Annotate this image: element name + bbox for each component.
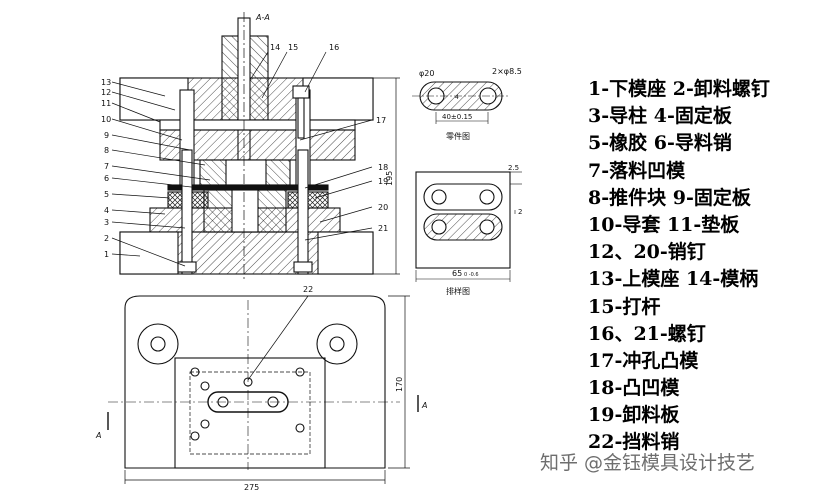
section-label: A-A (255, 13, 270, 22)
part-label-12: 12 (101, 88, 111, 97)
section-view (111, 12, 400, 282)
part-drawing (412, 81, 510, 124)
legend-item: 19-卸料板 (588, 404, 680, 427)
part-pitch: 40±0.15 (442, 113, 472, 121)
parts-legend: 1-下模座 2-卸料螺钉 3-导柱 4-固定板 5-橡胶 6-导料销 7-落料凹… (588, 76, 820, 457)
part-label-19: 19 (378, 177, 388, 186)
part-label-4: 4 (104, 206, 109, 215)
legend-item: 12、20-销钉 (588, 241, 706, 264)
strip-margin: 2.5 (508, 164, 519, 172)
legend-item: 22-挡料销 (588, 431, 680, 454)
legend-item: 16、21-螺钉 (588, 322, 706, 345)
part-number-labels-left: 13 12 11 10 9 8 7 6 5 4 3 2 1 (101, 78, 111, 259)
part-label-22: 22 (303, 285, 313, 294)
part-drawing-caption: 零件图 (446, 131, 470, 141)
part-label-16: 16 (329, 43, 339, 52)
part-label-9: 9 (104, 131, 109, 140)
legend-item: 18-凸凹模 (588, 377, 680, 400)
strip-step: 65 (452, 269, 462, 278)
part-number-labels-top: 14 15 16 (270, 43, 339, 52)
strip-gap: 2 (518, 208, 522, 216)
watermark: 知乎 @金钰模具设计技艺 (540, 452, 756, 474)
dim-length: 275 (244, 483, 259, 492)
part-label-21: 21 (378, 224, 388, 233)
legend-item: 7-落料凹模 (588, 159, 686, 182)
legend-item: 5-橡胶 6-导料销 (588, 132, 732, 155)
part-label-13: 13 (101, 78, 111, 87)
part-number-labels-right: 17 18 19 20 21 (376, 116, 388, 233)
part-label-11: 11 (101, 99, 111, 108)
legend-item: 13-上模座 14-模柄 (588, 268, 759, 291)
part-label-17: 17 (376, 116, 386, 125)
part-label-15: 15 (288, 43, 298, 52)
plan-view (107, 295, 419, 484)
part-label-3: 3 (104, 218, 109, 227)
dim-height: 195 (385, 171, 394, 186)
legend-item: 17-冲孔凸模 (588, 349, 699, 372)
legend-item: 15-打杆 (588, 295, 661, 318)
part-label-10: 10 (101, 115, 111, 124)
strip-layout-caption: 排样图 (446, 286, 470, 296)
strip-layout (415, 171, 522, 282)
section-mark-left: A (95, 431, 101, 440)
part-label-18: 18 (378, 163, 388, 172)
legend-item: 3-导柱 4-固定板 (588, 105, 732, 128)
legend-item: 1-下模座 2-卸料螺钉 (588, 78, 770, 100)
part-label-1: 1 (104, 250, 109, 259)
section-mark-right: A (421, 401, 427, 410)
part-label-20: 20 (378, 203, 388, 212)
part-label-14: 14 (270, 43, 280, 52)
dim-width: 170 (395, 377, 404, 392)
part-label-2: 2 (104, 234, 109, 243)
part-small-dim: 4 (455, 94, 459, 101)
part-label-6: 6 (104, 174, 109, 183)
part-label-5: 5 (104, 190, 109, 199)
legend-item: 10-导套 11-垫板 (588, 213, 740, 236)
legend-item: 8-推件块 9-固定板 (588, 186, 751, 209)
part-dia-small: 2×φ8.5 (492, 67, 522, 76)
part-label-8: 8 (104, 146, 109, 155)
strip-step-tolerance: 0 -0.6 (464, 272, 479, 278)
part-label-7: 7 (104, 162, 109, 171)
part-dia-large: φ20 (419, 69, 434, 78)
